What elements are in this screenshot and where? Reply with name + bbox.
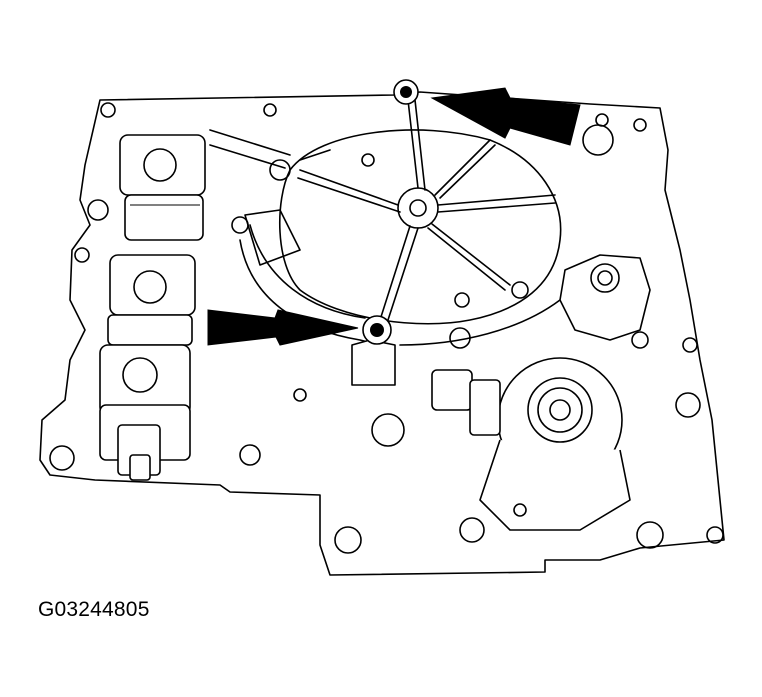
lower-solenoid — [99, 344, 191, 481]
top-bolt — [393, 79, 419, 105]
figure-id-label: G03244805 — [38, 598, 150, 621]
arrow-left-icon — [430, 87, 581, 146]
right-sensor — [559, 254, 651, 341]
center-bolt — [351, 315, 396, 386]
middle-solenoid — [107, 254, 196, 346]
lower-motor — [431, 357, 631, 531]
spoked-cover — [278, 99, 562, 325]
mounting-holes — [49, 102, 724, 554]
arrow-right-icon — [207, 309, 359, 346]
upper-solenoid — [119, 134, 206, 241]
